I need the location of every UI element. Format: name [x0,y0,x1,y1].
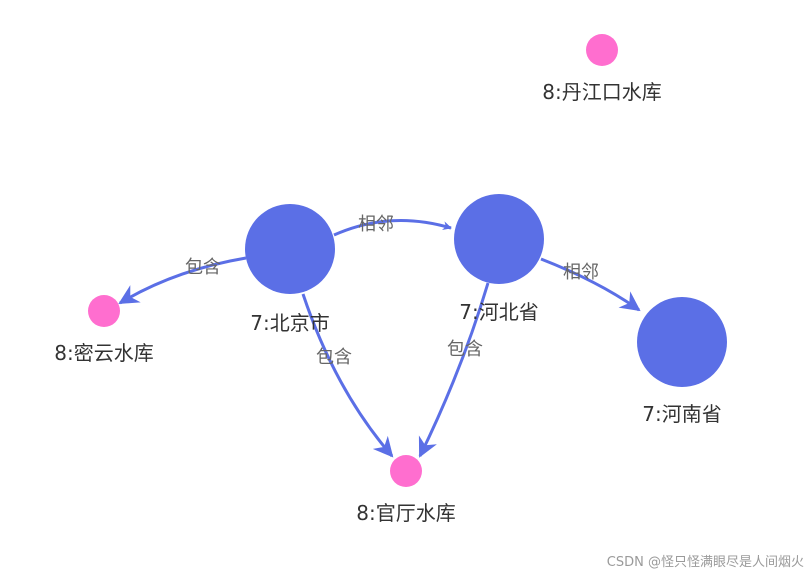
edge-beijing-miyun [118,256,247,305]
edge-label-beijing-miyun: 包含 [185,257,221,278]
node-beijing[interactable] [245,204,335,294]
node-label-beijing: 7:北京市 [250,311,329,335]
node-label-hebei: 7:河北省 [459,300,538,324]
edge-label-beijing-guanting: 包含 [316,347,352,368]
edge-beijing-guanting [301,293,394,458]
watermark: CSDN @怪只怪满眼尽是人间烟火 [606,555,804,570]
node-guanting[interactable] [390,455,422,487]
edge-label-hebei-henan: 相邻 [563,262,599,283]
node-henan[interactable] [637,297,727,387]
node-label-danjiangkou: 8:丹江口水库 [542,80,661,104]
node-label-miyun: 8:密云水库 [54,341,153,365]
edge-beijing-hebei [333,218,452,237]
edge-hebei-guanting [418,282,490,458]
node-miyun[interactable] [88,295,120,327]
edge-label-beijing-hebei: 相邻 [358,214,394,235]
edge-hebei-henan [540,257,641,312]
node-label-henan: 7:河南省 [642,402,721,426]
edge-label-hebei-guanting: 包含 [447,339,483,360]
node-label-guanting: 8:官厅水库 [356,501,455,525]
node-hebei[interactable] [454,194,544,284]
node-danjiangkou[interactable] [586,34,618,66]
